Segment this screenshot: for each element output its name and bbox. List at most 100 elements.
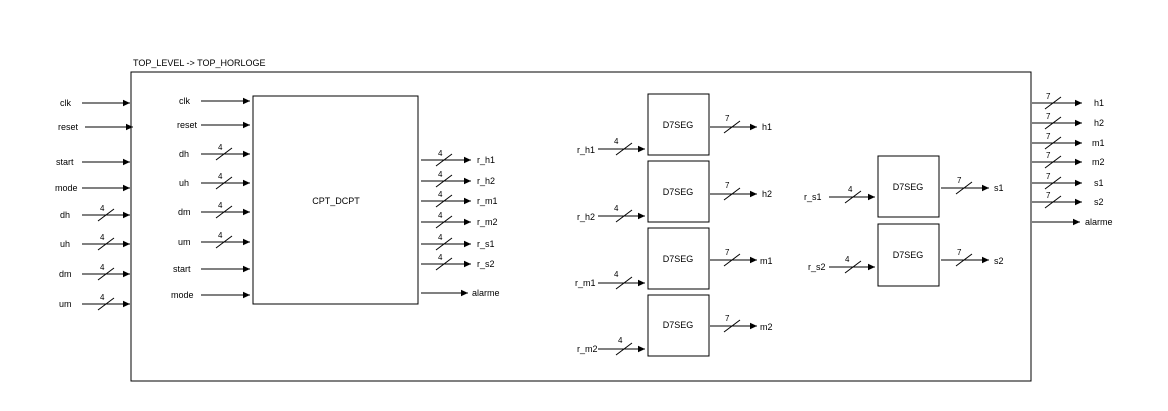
- bus-width: 4: [218, 231, 223, 240]
- d7seg-block-s1: [877, 155, 940, 218]
- d7seg-block-m1: [647, 227, 710, 290]
- outer-input-label: clk: [60, 98, 71, 108]
- outer-input-label: start: [56, 157, 74, 167]
- bus-slash: [1044, 176, 1062, 190]
- bus-slash: [723, 120, 741, 134]
- bus-width: 7: [725, 248, 730, 257]
- bus-width: 4: [614, 204, 619, 213]
- bus-width: 4: [438, 170, 443, 179]
- bus-width: 4: [438, 253, 443, 262]
- d7seg-input-label: r_m2: [577, 344, 598, 354]
- d7seg-output-label: h1: [762, 122, 772, 132]
- cpt-dcpt-block: [252, 95, 419, 305]
- bus-width: 7: [1046, 92, 1051, 101]
- bus-slash: [97, 267, 115, 281]
- cpt-output-label: r_h2: [477, 176, 495, 186]
- bus-width: 4: [845, 255, 850, 264]
- bus-slash: [97, 237, 115, 251]
- cpt-output-label: r_m1: [477, 196, 498, 206]
- bus-width: 4: [614, 270, 619, 279]
- bus-width: 4: [614, 137, 619, 146]
- outer-output-label: s1: [1094, 178, 1104, 188]
- bus-slash: [615, 276, 633, 290]
- bus-width: 4: [438, 211, 443, 220]
- bus-slash: [97, 208, 115, 222]
- bus-width: 4: [218, 201, 223, 210]
- cpt-output-label: alarme: [472, 288, 500, 298]
- d7seg-block-h2: [647, 160, 710, 223]
- outer-inputs: clk reset start mode dh 4 uh 4 dm 4 um 4: [55, 98, 133, 311]
- bus-width: 4: [438, 233, 443, 242]
- bus-width: 7: [1046, 151, 1051, 160]
- bus-width: 7: [1046, 112, 1051, 121]
- bus-slash: [97, 297, 115, 311]
- d7seg-input-label: r_m1: [575, 278, 596, 288]
- d7seg-block-m2: [647, 294, 710, 357]
- bus-slash: [435, 237, 453, 251]
- bus-width: 7: [725, 181, 730, 190]
- bus-width: 4: [100, 293, 105, 302]
- cpt-outputs: 4 r_h1 4 r_h2 4 r_m1 4 r_m2 4 r_s1 4 r_s…: [421, 149, 500, 298]
- d7seg-output-label: s2: [994, 256, 1004, 266]
- bus-slash: [435, 194, 453, 208]
- bus-width: 7: [725, 114, 730, 123]
- bus-slash: [435, 257, 453, 271]
- bus-width: 4: [218, 172, 223, 181]
- diagram-title: TOP_LEVEL -> TOP_HORLOGE: [133, 58, 265, 68]
- outer-outputs: 7 h1 7 h2 7 m1 7 m2 7 s1 7 s2 alarme: [1032, 92, 1113, 227]
- d7seg-col1-signals: r_h1 4 7 h1 r_h2 4 7 h2 r_m1 4 7 m1 r_m2…: [575, 114, 773, 356]
- cpt-input-label: um: [178, 237, 191, 247]
- outer-input-label: mode: [55, 183, 78, 193]
- cpt-inputs: clk reset dh 4 uh 4 dm 4 um 4 start mode: [171, 96, 250, 300]
- bus-slash: [955, 181, 973, 195]
- bus-width: 7: [957, 248, 962, 257]
- bus-width: 7: [1046, 191, 1051, 200]
- bus-slash: [215, 205, 233, 219]
- bus-slash: [1044, 136, 1062, 150]
- cpt-dcpt-label: CPT_DCPT: [312, 196, 360, 206]
- bus-width: 4: [438, 190, 443, 199]
- outer-output-label: h1: [1094, 98, 1104, 108]
- cpt-output-label: r_h1: [477, 155, 495, 165]
- d7seg-block-h1: [647, 93, 710, 156]
- bus-slash: [435, 215, 453, 229]
- outer-output-label: s2: [1094, 197, 1104, 207]
- d7seg-label-m2: D7SEG: [663, 320, 694, 330]
- d7seg-output-label: h2: [762, 189, 772, 199]
- bus-width: 4: [218, 143, 223, 152]
- d7seg-output-label: s1: [994, 183, 1004, 193]
- bus-slash: [435, 174, 453, 188]
- outer-output-label: m1: [1092, 138, 1105, 148]
- bus-slash: [615, 142, 633, 156]
- bus-slash: [215, 176, 233, 190]
- bus-width: 7: [725, 314, 730, 323]
- bus-width: 4: [848, 185, 853, 194]
- d7seg-input-label: r_s2: [808, 262, 826, 272]
- cpt-input-label: uh: [179, 178, 189, 188]
- d7seg-input-label: r_s1: [804, 192, 822, 202]
- bus-slash: [723, 253, 741, 267]
- d7seg-output-label: m2: [760, 322, 773, 332]
- bus-width: 7: [957, 176, 962, 185]
- bus-slash: [1044, 155, 1062, 169]
- bus-slash: [435, 153, 453, 167]
- bus-slash: [615, 342, 633, 356]
- d7seg-output-label: m1: [760, 256, 773, 266]
- d7seg-block-s2: [877, 223, 940, 287]
- bus-slash: [844, 190, 862, 204]
- bus-width: 4: [100, 263, 105, 272]
- cpt-input-label: dm: [178, 207, 191, 217]
- cpt-input-label: dh: [179, 149, 189, 159]
- bus-slash: [955, 253, 973, 267]
- bus-width: 7: [1046, 172, 1051, 181]
- bus-slash: [1044, 96, 1062, 110]
- cpt-output-label: r_s2: [477, 259, 495, 269]
- bus-width: 4: [100, 204, 105, 213]
- d7seg-label-s2: D7SEG: [893, 250, 924, 260]
- cpt-input-label: mode: [171, 290, 194, 300]
- outer-input-label: um: [59, 299, 72, 309]
- d7seg-input-label: r_h1: [577, 145, 595, 155]
- bus-width: 4: [618, 336, 623, 345]
- outer-input-label: reset: [58, 122, 79, 132]
